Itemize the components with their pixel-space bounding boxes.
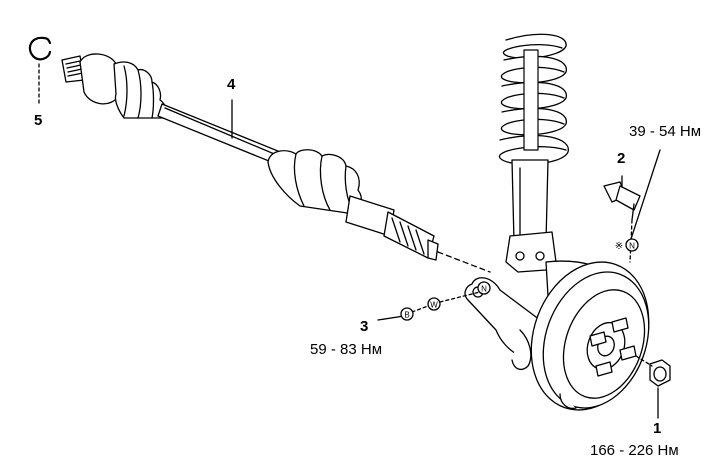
brake-disc-hub: [530, 261, 650, 411]
callout-torque-2: 39 - 54 Нм: [629, 123, 702, 140]
marker-n-tierod: N ※: [615, 238, 639, 252]
callout-torque-3: 59 - 83 Нм: [310, 341, 383, 358]
marker-n-knuckle: N: [477, 281, 491, 295]
callout-number-1: 1: [653, 420, 662, 437]
callout-number-3: 3: [360, 318, 369, 335]
ball-joint-leader: [377, 291, 481, 321]
marker-n-label: N: [481, 285, 487, 294]
strut-assembly: [499, 33, 569, 273]
marker-star: ※: [615, 241, 623, 252]
drive-shaft: [61, 53, 491, 273]
snap-ring: [28, 36, 52, 105]
callout-number-2: 2: [617, 150, 626, 167]
marker-w-knuckle: W: [427, 297, 441, 311]
marker-w-label: W: [430, 301, 438, 310]
marker-b-label: B: [404, 311, 409, 320]
hub-nut: [635, 355, 671, 419]
marker-b: B: [400, 307, 414, 321]
marker-n-tierod-label: N: [629, 242, 635, 251]
callout-number-4: 4: [227, 76, 236, 93]
callout-torque-1: 166 - 226 Нм: [590, 442, 679, 459]
callout-number-5: 5: [34, 112, 43, 129]
